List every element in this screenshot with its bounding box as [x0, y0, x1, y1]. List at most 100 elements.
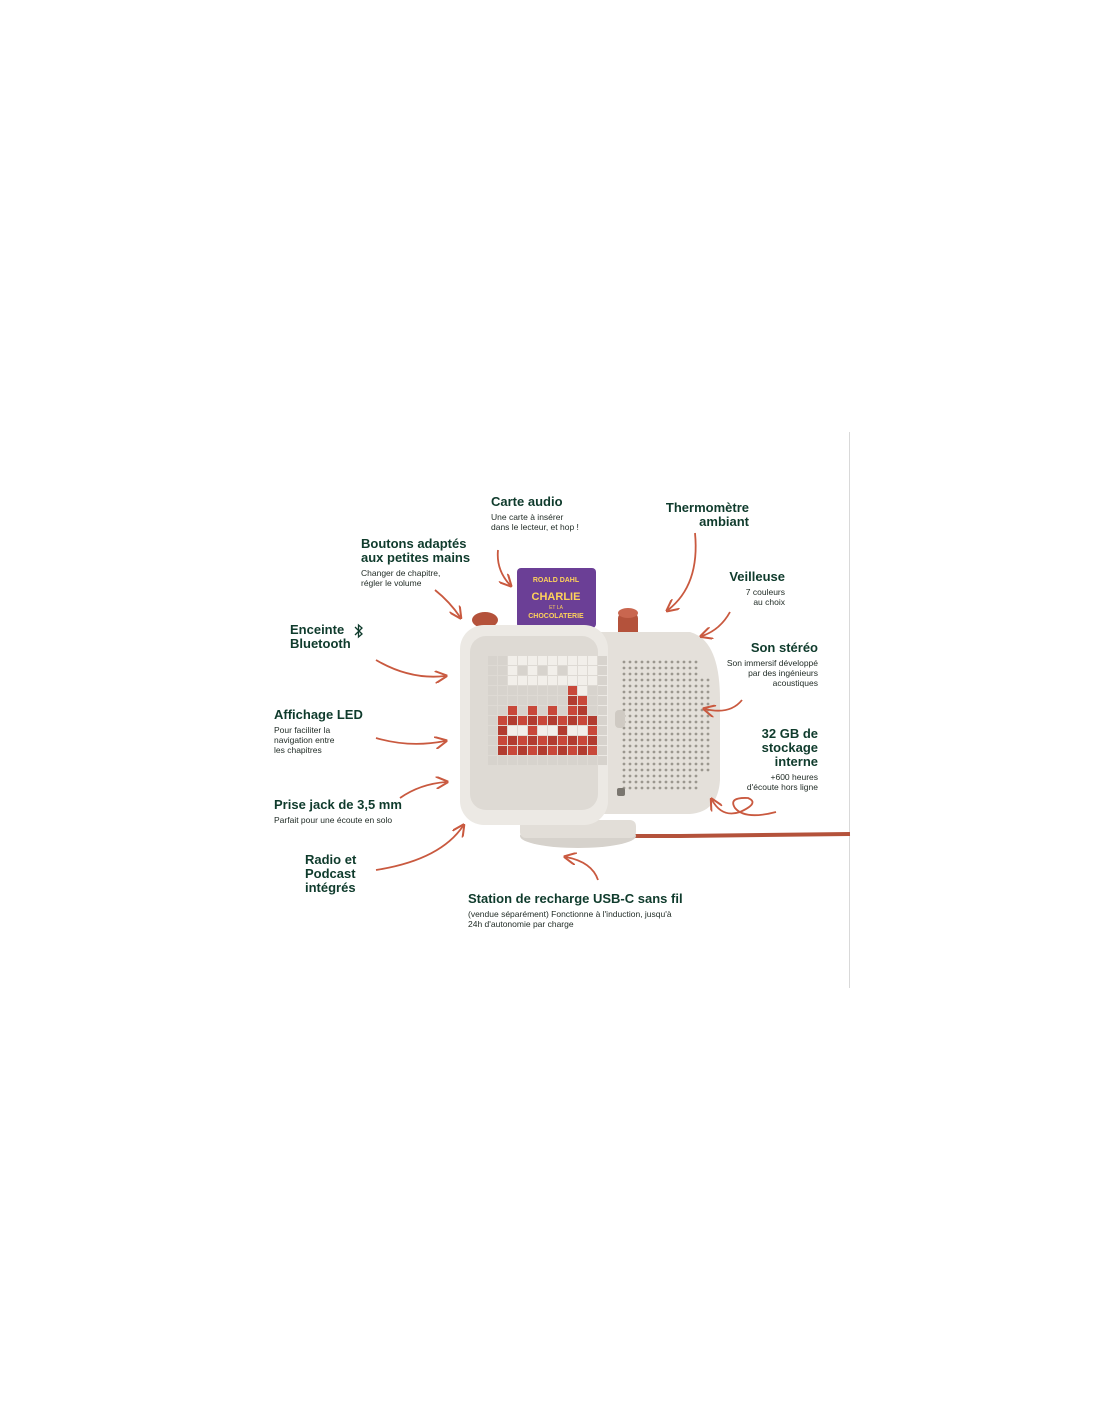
callout-title: Boutons adaptés aux petites mains	[361, 536, 471, 565]
led-pixel	[488, 656, 497, 665]
grille-hole	[694, 732, 698, 736]
led-pixel	[518, 666, 527, 675]
grille-hole	[658, 786, 662, 790]
led-pixel	[488, 756, 497, 765]
led-pixel	[598, 706, 607, 715]
grille-hole	[706, 756, 710, 760]
grille-hole	[634, 732, 638, 736]
grille-hole	[694, 774, 698, 778]
callout-title: Veilleuse	[729, 569, 785, 584]
grille-hole	[670, 732, 674, 736]
grille-hole	[634, 696, 638, 700]
led-pixel	[558, 726, 567, 735]
grille-hole	[664, 714, 668, 718]
led-pixel	[548, 746, 557, 755]
led-pixel	[568, 746, 577, 755]
grille-hole	[694, 744, 698, 748]
led-pixel	[528, 746, 537, 755]
led-pixel	[558, 756, 567, 765]
grille-hole	[664, 684, 668, 688]
led-pixel	[508, 736, 517, 745]
arrow-thermometre	[668, 532, 697, 610]
grille-hole	[676, 732, 680, 736]
grille-hole	[652, 768, 656, 772]
grille-hole	[688, 660, 692, 664]
grille-hole	[682, 726, 686, 730]
grille-hole	[682, 756, 686, 760]
grille-hole	[634, 660, 638, 664]
grille-hole	[706, 690, 710, 694]
grille-hole	[676, 786, 680, 790]
grille-hole	[700, 720, 704, 724]
led-pixel	[518, 716, 527, 725]
grille-hole	[688, 744, 692, 748]
led-pixel	[488, 736, 497, 745]
grille-hole	[646, 732, 650, 736]
grille-hole	[676, 750, 680, 754]
grille-hole	[700, 768, 704, 772]
led-pixel	[548, 666, 557, 675]
callout-title: Radio et Podcast intégrés	[305, 852, 357, 895]
grille-hole	[706, 726, 710, 730]
led-pixel	[578, 676, 587, 685]
grille-hole	[628, 708, 632, 712]
grille-hole	[646, 744, 650, 748]
led-pixel	[508, 726, 517, 735]
led-pixel	[588, 716, 597, 725]
led-pixel	[598, 686, 607, 695]
grille-hole	[700, 684, 704, 688]
led-pixel	[568, 726, 577, 735]
grille-hole	[628, 678, 632, 682]
grille-hole	[664, 744, 668, 748]
grille-hole	[634, 756, 638, 760]
grille-hole	[688, 702, 692, 706]
grille-hole	[652, 678, 656, 682]
grille-hole	[694, 726, 698, 730]
grille-hole	[670, 762, 674, 766]
grille-hole	[652, 732, 656, 736]
grille-hole	[646, 786, 650, 790]
arrow-affichage	[375, 738, 445, 744]
grille-hole	[682, 672, 686, 676]
led-pixel	[538, 696, 547, 705]
grille-hole	[640, 660, 644, 664]
grille-hole	[628, 696, 632, 700]
grille-hole	[646, 660, 650, 664]
led-pixel	[558, 686, 567, 695]
callout-title: Prise jack de 3,5 mm	[274, 797, 402, 812]
led-pixel	[548, 676, 557, 685]
callout-desc: Changer de chapitre, régler le volume	[361, 568, 441, 588]
grille-hole	[640, 690, 644, 694]
grille-hole	[682, 660, 686, 664]
grille-hole	[622, 732, 626, 736]
grille-hole	[646, 708, 650, 712]
callout-thermometre: Thermomètre ambiant	[640, 501, 749, 529]
led-pixel	[508, 746, 517, 755]
grille-hole	[652, 744, 656, 748]
grille-hole	[682, 714, 686, 718]
grille-hole	[646, 696, 650, 700]
grille-hole	[640, 678, 644, 682]
callout-boutons: Boutons adaptés aux petites mains Change…	[361, 536, 471, 589]
callout-affichage: Affichage LED Pour faciliter la navigati…	[274, 708, 363, 756]
grille-hole	[682, 786, 686, 790]
grille-hole	[652, 738, 656, 742]
grille-hole	[634, 708, 638, 712]
grille-hole	[658, 738, 662, 742]
callout-son-stereo: Son stéréo Son immersif développé par de…	[700, 641, 818, 689]
grille-hole	[640, 780, 644, 784]
grille-hole	[640, 702, 644, 706]
grille-hole	[664, 774, 668, 778]
grille-hole	[706, 702, 710, 706]
led-pixel	[518, 726, 527, 735]
led-pixel	[528, 716, 537, 725]
grille-hole	[622, 750, 626, 754]
arrow-radio	[375, 826, 463, 871]
grille-hole	[622, 774, 626, 778]
led-pixel	[498, 696, 507, 705]
grille-hole	[622, 672, 626, 676]
grille-hole	[646, 672, 650, 676]
grille-hole	[634, 786, 638, 790]
grille-hole	[652, 696, 656, 700]
